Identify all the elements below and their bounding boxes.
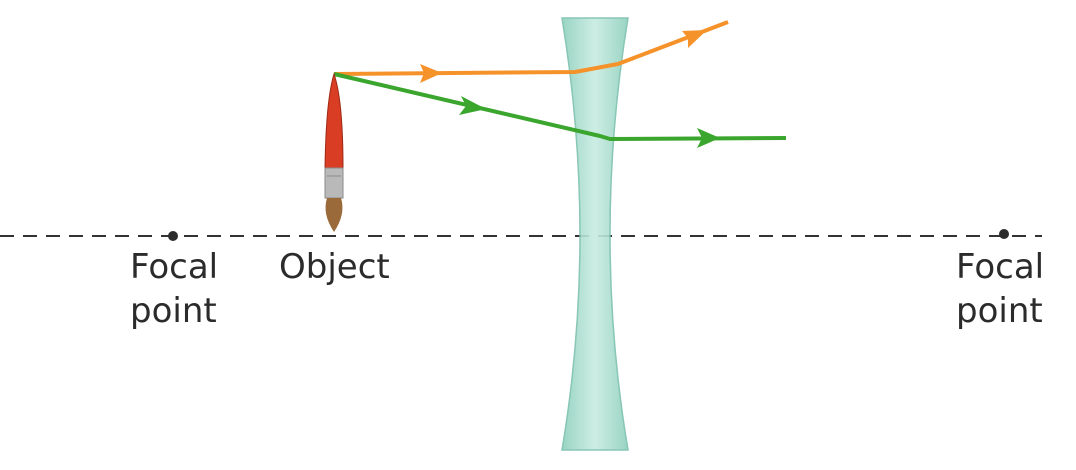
paintbrush-object-icon (324, 72, 344, 232)
ray-parallel (333, 20, 729, 76)
ray-central-arrow-2 (697, 128, 720, 148)
focal-point-right-dot (999, 229, 1009, 239)
focal-point-left-dot (168, 231, 178, 241)
object-label: Object (279, 247, 390, 287)
focal-point-right-label: Focal point (956, 247, 1045, 331)
concave-lens (561, 17, 629, 451)
ray-central (333, 72, 787, 141)
ray-parallel-arrow-1 (420, 64, 442, 83)
ray-parallel-arrow-2 (682, 30, 707, 48)
ray-central-arrow-1 (459, 96, 486, 115)
focal-point-left-label: Focal point (130, 247, 219, 331)
